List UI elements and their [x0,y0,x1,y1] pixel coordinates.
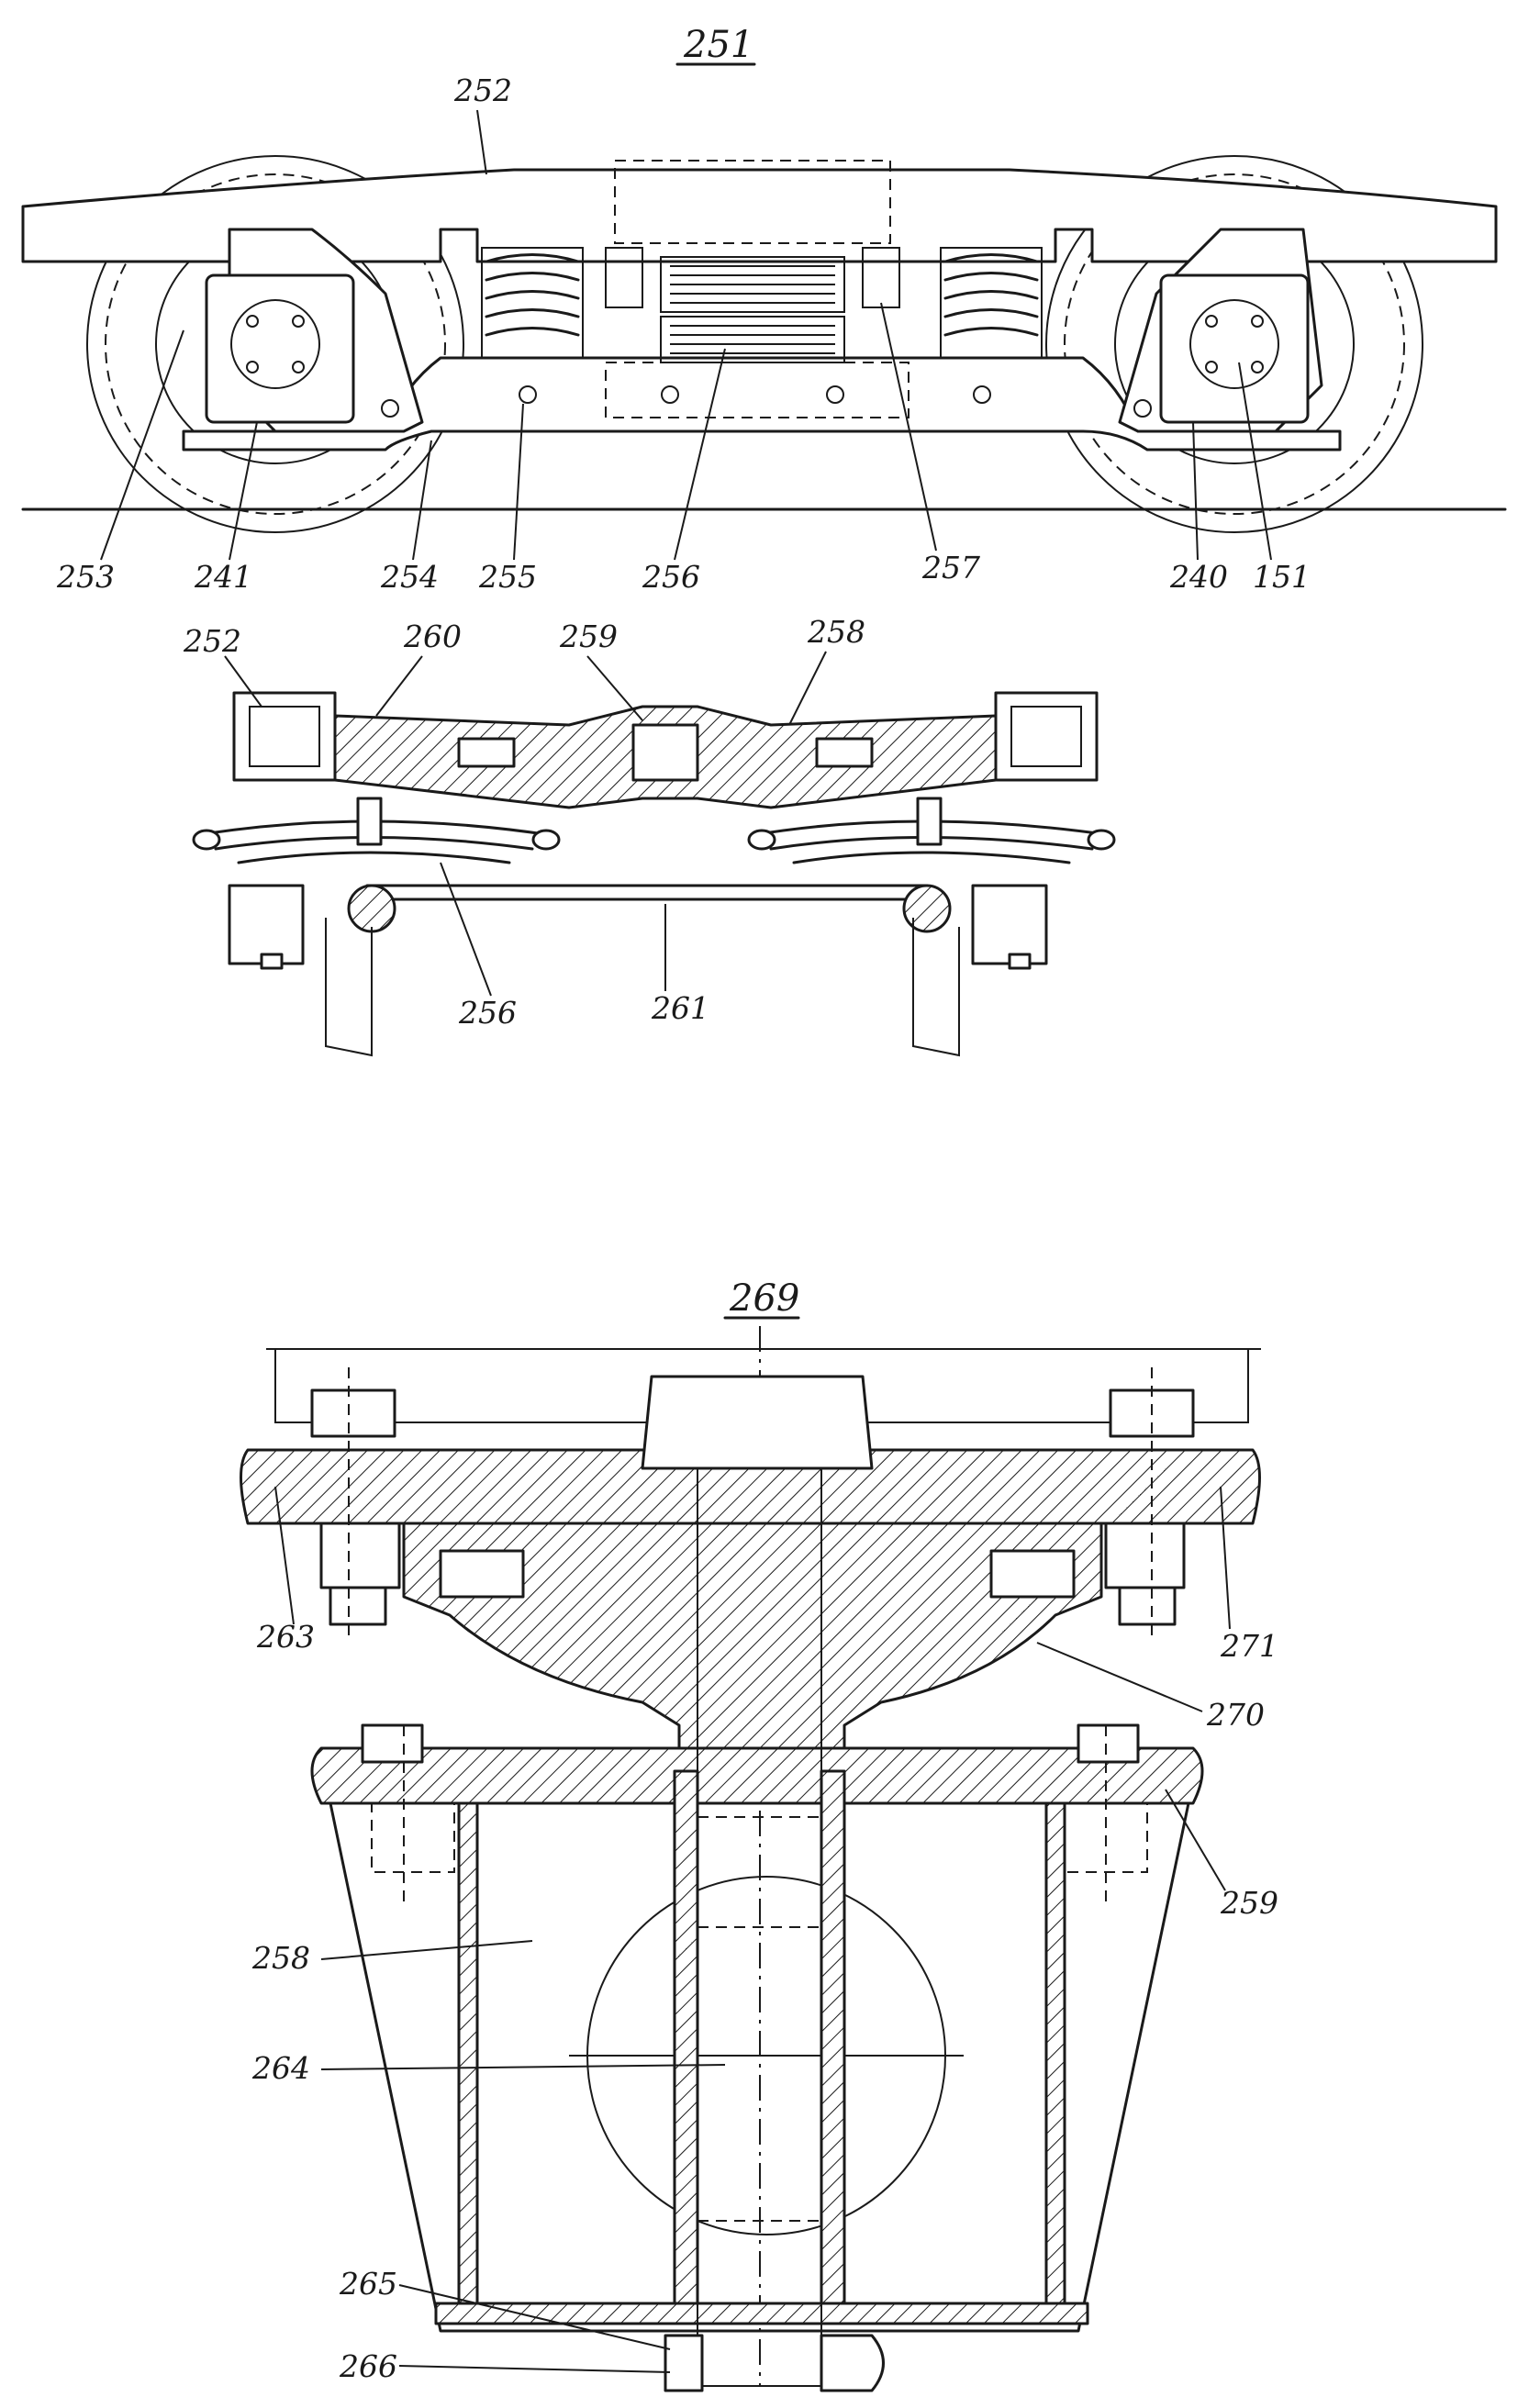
callout-271: 271 [1220,1628,1278,1664]
left-coil-spring [481,247,584,359]
callout-265: 265 [339,2266,397,2302]
callout-151: 151 [1253,559,1311,595]
axle-guide-right [971,884,1048,965]
spring-hanger [916,797,943,846]
callout-259: 259 [559,619,618,654]
center-pivot-259 [631,723,699,782]
bolster-box-258 [329,1801,1190,2333]
callouts-figure-269: 263 271 270 259 258 264 265 266 [251,1486,1278,2384]
nut-265 [664,2334,704,2392]
callout-256-section: 256 [458,995,517,1031]
left-upper-bolt [310,1367,401,1643]
callout-261: 261 [651,990,709,1026]
bolt [519,385,537,404]
bolt [1133,399,1152,418]
left-lower-bolt [361,1723,455,1909]
left-box-beam-252 [232,691,337,782]
callout-241: 241 [194,559,252,595]
callout-257: 257 [921,550,980,585]
right-box-beam [994,691,1099,782]
guide-block [1008,953,1032,970]
figure-251-title: 251 [683,24,753,66]
wheel-rim-right [912,918,960,1057]
callout-258-detail: 258 [251,1940,310,1976]
casting-pocket [439,1549,525,1599]
callout-253: 253 [56,559,115,595]
bracket-left [605,247,643,308]
tie-rod-end-right [902,884,952,933]
callout-266: 266 [339,2348,397,2384]
box-web-right [1044,1801,1066,2305]
box-bottom-plate [434,2302,1089,2325]
guide-block [260,953,284,970]
tie-rod-end-left [347,884,396,933]
callout-252-section: 252 [183,623,241,659]
pivot-cap [641,1375,874,1470]
callout-256: 256 [642,559,700,595]
callout-258: 258 [807,614,865,650]
callout-259-detail: 259 [1220,1885,1278,1921]
pin-tube-right [820,1769,846,2305]
figure-269-pivot-section: 269 [240,1277,1278,2392]
bolt [826,385,844,404]
wheel-rim-left [325,918,373,1057]
casting-pocket [989,1549,1076,1599]
bolster-lower-outline [605,362,909,418]
bracket-right-257 [862,247,900,308]
callout-240: 240 [1169,559,1228,595]
bolster-window [457,737,516,768]
callout-252: 252 [453,72,512,108]
callout-260: 260 [403,619,462,654]
bogie-side-frame-top [21,168,1498,263]
central-rubber-pads [660,256,845,363]
bolt [661,385,679,404]
callout-270: 270 [1206,1697,1265,1733]
bolster-window [815,737,874,768]
right-axle-box-240 [1159,273,1310,424]
axle-guide-left [228,884,305,965]
right-upper-bolt [1104,1367,1195,1643]
bolster-outline [614,160,891,244]
callout-263: 263 [256,1619,315,1655]
callout-255: 255 [478,559,537,595]
bolt [381,399,399,418]
pin-end [820,2334,885,2392]
top-plate-271 [240,1448,1261,1525]
pin-tube-left [673,1769,699,2305]
callout-264: 264 [251,2050,310,2086]
right-coil-spring [940,247,1043,359]
figure-251-cross-section: 252 260 259 258 256 261 [183,614,1116,1057]
callout-254: 254 [380,559,439,595]
callouts-side-view: 252 253 241 254 255 256 257 240 151 [56,72,1311,595]
right-lower-bolt [1064,1723,1148,1909]
callouts-section-view: 252 260 259 258 256 261 [183,614,865,1031]
figure-269-title: 269 [729,1277,799,1320]
spring-hanger [356,797,383,846]
figure-251-side-view: 251 [21,24,1507,595]
bolt [973,385,991,404]
left-axle-box-241 [205,273,355,424]
lower-plate-259 [310,1746,1204,1805]
box-web-left [457,1801,479,2305]
